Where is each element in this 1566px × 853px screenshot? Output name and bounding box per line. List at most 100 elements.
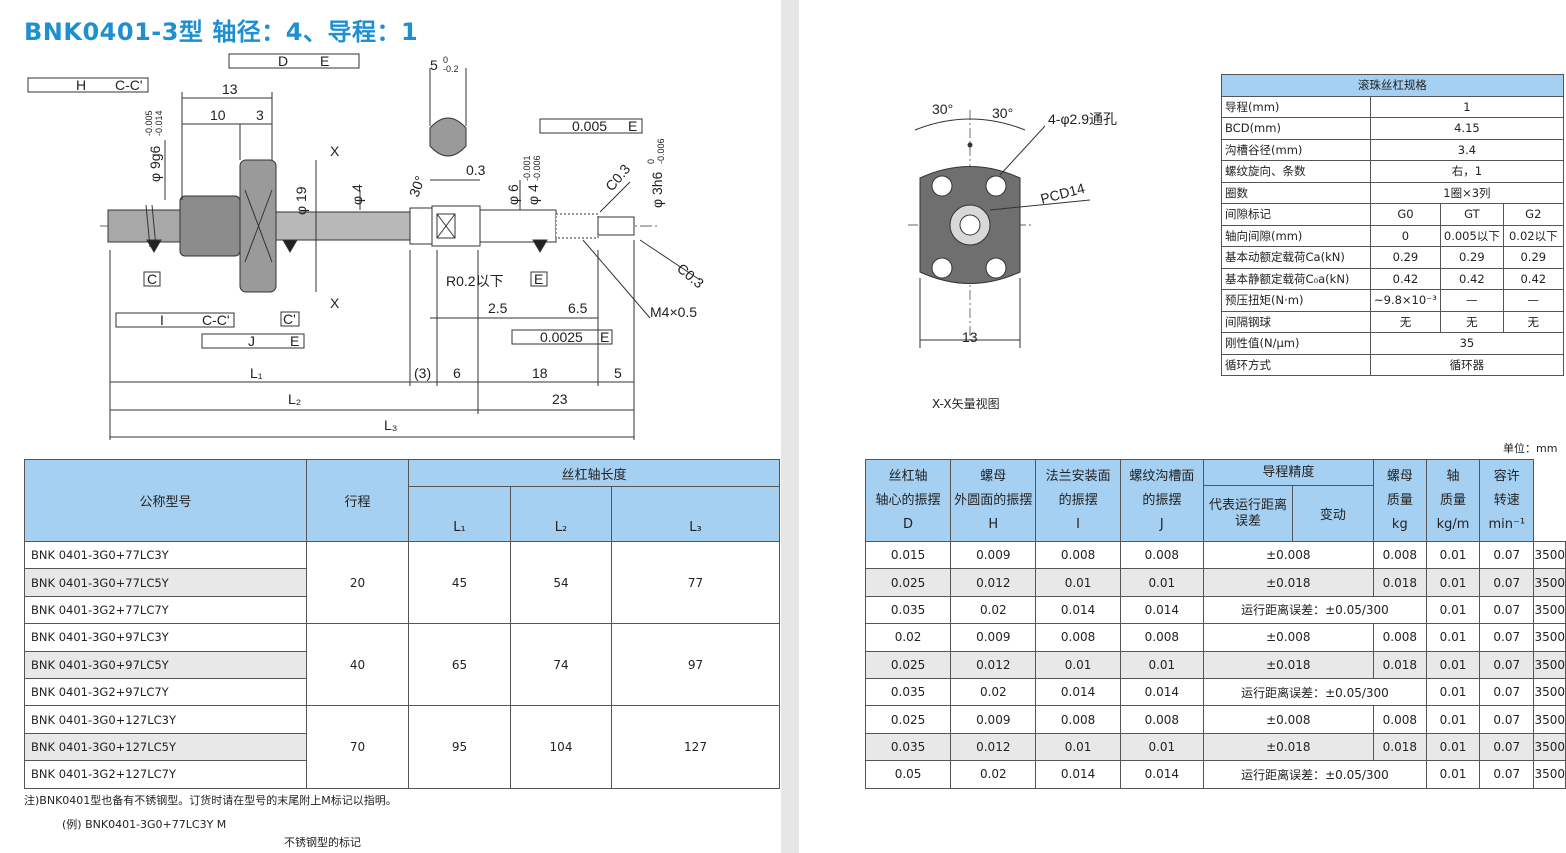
table-row: BNK 0401-3G2+77LC7Y: [24, 595, 780, 625]
h-cell: 0.009: [950, 623, 1037, 652]
page-divider: [781, 0, 799, 853]
speed-cell: 3500: [1533, 705, 1566, 734]
nut-mass-cell: 0.01: [1425, 595, 1481, 625]
header-shaft-line1: 轴: [1446, 468, 1460, 484]
spec-value: 0.42: [1439, 267, 1504, 290]
header-D-line1: 丝杠轴: [888, 468, 928, 484]
j-frame-label: J: [248, 333, 255, 349]
spec-key: 间隔钢球: [1221, 310, 1371, 333]
l3-cell: 77: [611, 540, 780, 625]
spec-key: 刚性值(N/μm): [1221, 332, 1371, 355]
view-holes: 4-φ2.9通孔: [1048, 111, 1117, 127]
j-frame-ref: E: [290, 333, 299, 349]
lead-rep-cell: ±0.008: [1202, 540, 1374, 570]
nut-mass-cell: 0.01: [1425, 760, 1481, 789]
j-cell: 0.01: [1119, 732, 1204, 762]
r02-label: R0.2以下: [446, 273, 504, 289]
model-cell: BNK 0401-3G2+97LC7Y: [24, 677, 307, 707]
spec-value: 0.29: [1502, 246, 1564, 269]
spec-value: —: [1502, 289, 1564, 312]
l2-cell: 104: [510, 705, 612, 789]
h-cell: 0.012: [950, 650, 1037, 679]
l3-cell: 127: [611, 705, 780, 789]
spec-value: 0.29: [1370, 246, 1441, 269]
model-cell: BNK 0401-3G0+97LC5Y: [24, 650, 307, 679]
nut-mass-cell: 0.01: [1425, 650, 1481, 679]
shaft-mass-cell: 0.07: [1479, 595, 1535, 625]
lead-rep-cell: 运行距离误差：±0.05/300: [1202, 677, 1427, 707]
l1-cell: 95: [408, 705, 511, 789]
stroke-cell: 40: [306, 623, 409, 707]
tol-005-ref: E: [628, 118, 637, 134]
datum-c: C: [147, 271, 157, 287]
spec-value: G0: [1370, 203, 1441, 226]
i-frame-ref: C-C': [202, 312, 230, 328]
header-shaft-mass: 轴 质量 kg/m: [1425, 459, 1481, 542]
h-frame-ref: C-C': [115, 77, 143, 93]
spec-key: 间隙标记: [1221, 203, 1371, 226]
chamfer-c03-bottom: C0.3: [674, 260, 707, 291]
h-cell: 0.009: [950, 540, 1037, 570]
header-nut-line1: 螺母: [1386, 468, 1413, 484]
spec-key: 轴向间隙(mm): [1221, 224, 1371, 247]
header-L1: L₁: [408, 486, 511, 542]
header-L3: L₃: [611, 486, 780, 542]
dia-3h6-tol-upper: 0: [646, 159, 656, 164]
lead-var-cell: 0.018: [1372, 650, 1427, 679]
dia-3h6-tol-lower: -0.006: [656, 138, 666, 164]
view-width: 13: [962, 329, 978, 345]
j-cell: 0.008: [1119, 540, 1204, 570]
header-J-line2: 的振摆: [1142, 492, 1182, 508]
lead-var-cell: 0.008: [1372, 623, 1427, 652]
shaft-mass-cell: 0.07: [1479, 650, 1535, 679]
table-row: BNK 0401-3G2+127LC7Y: [24, 760, 780, 789]
header-shaft-line2: 质量: [1439, 492, 1466, 508]
stroke-cell: 20: [306, 540, 409, 625]
spec-value: 循环器: [1370, 353, 1564, 376]
model-cell: BNK 0401-3G0+97LC3Y: [24, 623, 307, 652]
d-frame-label: D: [278, 53, 288, 69]
spec-value: 无: [1439, 310, 1504, 333]
example-text: (例) BNK0401-3G0+77LC3Y M: [62, 818, 227, 831]
header-variation: 变动: [1319, 508, 1346, 523]
spec-row: 间隔钢球无无无: [1221, 310, 1564, 333]
view-angle-right: 30°: [992, 105, 1013, 121]
header-nut-line3: kg: [1391, 516, 1408, 532]
shaft-mass-cell: 0.07: [1479, 760, 1535, 789]
dim-L2: L₂: [288, 391, 301, 407]
width-5-tol-upper: 0: [443, 55, 448, 65]
dim-10: 10: [210, 107, 226, 123]
h-cell: 0.02: [950, 760, 1037, 789]
j-cell: 0.01: [1119, 568, 1204, 597]
shaft-diameter: φ 9g6: [147, 145, 163, 182]
lead-var-cell: 0.008: [1372, 540, 1427, 570]
dim-L3: L₃: [384, 417, 398, 433]
shaft-mass-cell: 0.07: [1479, 623, 1535, 652]
datum-c-prime: C': [283, 311, 296, 327]
spec-value: 0.29: [1439, 246, 1504, 269]
header-speed-line1: 容许: [1493, 468, 1520, 484]
speed-cell: 3500: [1533, 677, 1566, 707]
header-lead: 导程精度: [1203, 460, 1373, 486]
l2-cell: 74: [510, 623, 612, 707]
lead-rep-cell: ±0.018: [1202, 650, 1374, 679]
spec-value: 无: [1370, 310, 1441, 333]
shaft-mass-cell: 0.07: [1479, 732, 1535, 762]
i-cell: 0.01: [1035, 732, 1121, 762]
model-cell: BNK 0401-3G0+127LC3Y: [24, 705, 307, 734]
dim-2-5: 2.5: [488, 300, 508, 316]
spec-row: 导程(mm)1: [1221, 95, 1564, 118]
lead-rep-cell: 运行距离误差：±0.05/300: [1202, 595, 1427, 625]
tol-0025-label: 0.0025: [540, 329, 583, 345]
dim-18: 18: [532, 365, 548, 381]
header-model: 公称型号: [24, 459, 307, 542]
view-caption: X-X矢量视图: [932, 397, 1000, 411]
spec-key: 导程(mm): [1221, 95, 1371, 118]
unit-label: 单位：mm: [1503, 442, 1558, 455]
spec-key: 沟槽谷径(mm): [1221, 138, 1371, 161]
j-cell: 0.014: [1119, 760, 1204, 789]
dim-13: 13: [222, 81, 238, 97]
header-lead-accuracy: 导程精度 代表运行距离误差 变动: [1202, 459, 1374, 542]
